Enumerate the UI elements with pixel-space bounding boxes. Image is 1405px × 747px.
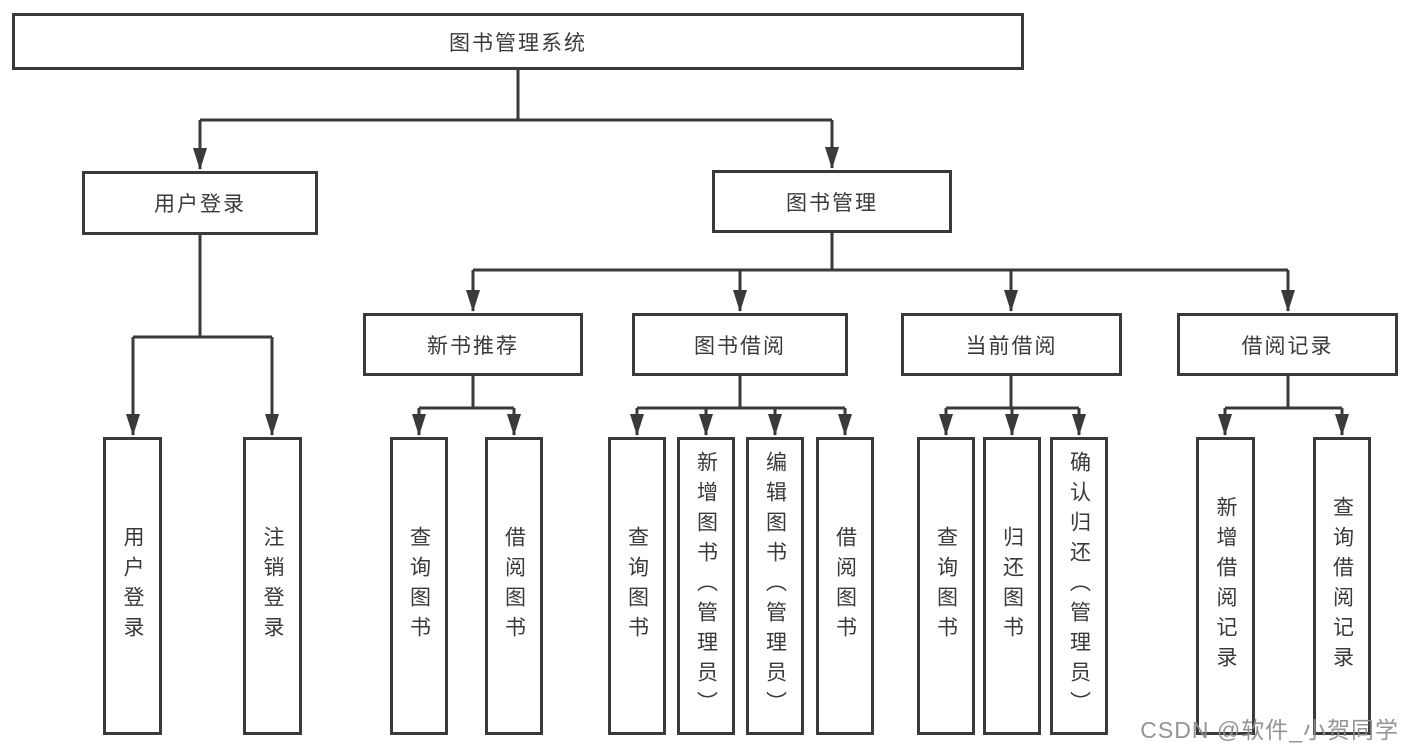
- node-user-login-label: 用户登录: [154, 193, 246, 216]
- leaf-borrow-book-2: 借阅图书: [816, 437, 874, 735]
- node-new-book-recommend-label: 新书推荐: [427, 334, 519, 358]
- node-root-system: 图书管理系统: [12, 13, 1024, 70]
- leaf-query-book-3: 查询图书: [917, 437, 975, 735]
- node-user-login: 用户登录: [82, 171, 318, 235]
- leaf-edit-book-admin-label: 编辑图书（管理员）: [763, 451, 787, 721]
- connector-book-borrow: [630, 376, 852, 436]
- connector-new-book: [412, 376, 521, 436]
- node-book-borrow: 图书借阅: [632, 313, 848, 376]
- leaf-add-book-admin-label: 新增图书（管理员）: [694, 451, 718, 721]
- leaf-query-book-2-label: 查询图书: [625, 526, 649, 646]
- leaf-confirm-return-admin: 确认归还（管理员）: [1050, 437, 1108, 735]
- leaf-query-borrow-record-label: 查询借阅记录: [1330, 496, 1354, 676]
- leaf-query-book-1-label: 查询图书: [407, 526, 431, 646]
- leaf-add-borrow-record-label: 新增借阅记录: [1214, 496, 1237, 676]
- leaf-logout-label: 注销登录: [261, 526, 284, 646]
- node-borrow-record: 借阅记录: [1177, 313, 1398, 376]
- node-new-book-recommend: 新书推荐: [363, 313, 583, 376]
- connector-book-management: [466, 233, 1295, 312]
- leaf-borrow-book-1-label: 借阅图书: [502, 526, 526, 646]
- node-borrow-record-label: 借阅记录: [1241, 334, 1334, 358]
- node-current-borrow: 当前借阅: [901, 313, 1122, 376]
- node-book-management-label: 图书管理: [786, 191, 878, 215]
- leaf-query-book-3-label: 查询图书: [934, 526, 958, 646]
- leaf-query-borrow-record: 查询借阅记录: [1313, 437, 1371, 735]
- leaf-query-book-1: 查询图书: [390, 437, 448, 735]
- connector-user-login: [126, 235, 279, 436]
- leaf-borrow-book-1: 借阅图书: [485, 437, 543, 735]
- leaf-add-borrow-record: 新增借阅记录: [1196, 437, 1255, 735]
- leaf-return-book: 归还图书: [983, 437, 1041, 735]
- leaf-edit-book-admin: 编辑图书（管理员）: [746, 437, 804, 735]
- leaf-user-login-label: 用户登录: [121, 526, 144, 646]
- node-book-management: 图书管理: [712, 170, 952, 233]
- connector-borrow-record: [1218, 376, 1349, 436]
- leaf-add-book-admin: 新增图书（管理员）: [677, 437, 735, 735]
- connector-root: [193, 70, 839, 170]
- node-current-borrow-label: 当前借阅: [965, 334, 1058, 358]
- leaf-logout: 注销登录: [243, 437, 302, 735]
- leaf-borrow-book-2-label: 借阅图书: [833, 526, 857, 646]
- connector-current-borrow: [939, 376, 1086, 436]
- leaf-confirm-return-admin-label: 确认归还（管理员）: [1067, 451, 1091, 721]
- leaf-return-book-label: 归还图书: [1000, 526, 1024, 646]
- leaf-user-login: 用户登录: [103, 437, 162, 735]
- leaf-query-book-2: 查询图书: [608, 437, 666, 735]
- node-root-system-label: 图书管理系统: [449, 31, 587, 55]
- node-book-borrow-label: 图书借阅: [694, 334, 786, 358]
- csdn-watermark: CSDN @软件_小贺同学: [1140, 717, 1399, 743]
